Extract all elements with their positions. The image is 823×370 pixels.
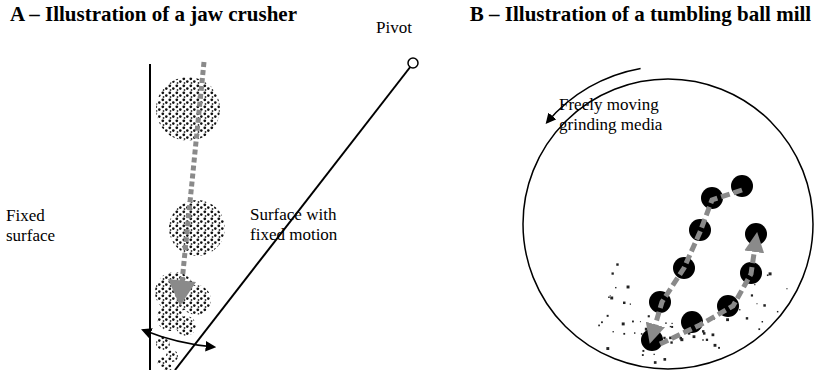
particle	[756, 303, 757, 304]
motion-arrow	[143, 330, 214, 347]
particle	[640, 321, 641, 322]
particle	[598, 325, 600, 327]
particle	[606, 347, 609, 350]
particle	[739, 309, 740, 310]
particle	[706, 339, 708, 341]
particle	[615, 287, 616, 288]
fixed-jaw	[149, 64, 151, 370]
jaw-crusher	[143, 58, 418, 370]
ball-path	[660, 240, 756, 344]
particle	[601, 321, 603, 323]
particle	[634, 332, 635, 333]
part-label: Surface with fixed motion	[250, 205, 372, 244]
particle	[680, 338, 683, 341]
particle	[763, 304, 765, 306]
particle	[665, 322, 666, 323]
particle	[786, 288, 787, 289]
particle	[623, 302, 625, 304]
particle	[670, 341, 672, 343]
particle	[663, 337, 665, 339]
mill-shell	[523, 79, 813, 369]
particle	[642, 350, 644, 352]
particle	[610, 297, 613, 300]
particle	[726, 318, 729, 321]
particle	[758, 328, 760, 330]
particle	[641, 333, 643, 335]
particle	[612, 272, 614, 274]
part-label: Fixed surface	[6, 206, 76, 245]
part-label: Freely moving grinding media	[559, 95, 665, 134]
particle	[607, 315, 609, 317]
particle	[632, 321, 634, 323]
part-label: Pivot	[376, 18, 436, 38]
particle	[670, 326, 671, 327]
particle	[714, 344, 717, 347]
particle	[610, 295, 611, 296]
particle	[751, 294, 753, 296]
particle	[608, 296, 610, 298]
particle	[718, 347, 720, 349]
particle	[769, 272, 772, 275]
particle	[767, 274, 769, 276]
particle	[693, 335, 696, 338]
particle	[627, 286, 630, 289]
particle	[616, 263, 618, 265]
flow-arrow	[182, 62, 204, 282]
particle	[622, 322, 625, 325]
particle	[630, 303, 631, 304]
flow-arrowhead	[168, 279, 196, 306]
pivot-point	[408, 58, 418, 68]
particle	[746, 317, 748, 319]
particle	[654, 354, 655, 355]
particle	[642, 354, 644, 356]
particle	[654, 361, 657, 364]
panel-title: B – Illustration of a tumbling ball mill	[468, 2, 813, 26]
particle	[754, 284, 755, 285]
particle	[613, 331, 614, 332]
particle	[648, 315, 650, 317]
particle	[671, 323, 672, 324]
particle	[623, 333, 625, 335]
particle	[702, 339, 703, 340]
particle	[663, 358, 666, 361]
particle	[702, 330, 704, 332]
grinding-balls	[641, 175, 767, 351]
panel-title: A – Illustration of a jaw crusher	[10, 2, 430, 26]
particle	[777, 311, 778, 312]
ball-mill	[523, 68, 813, 369]
particle	[762, 321, 763, 322]
particle	[671, 326, 673, 328]
particle	[712, 333, 715, 336]
ball-path	[652, 190, 742, 336]
